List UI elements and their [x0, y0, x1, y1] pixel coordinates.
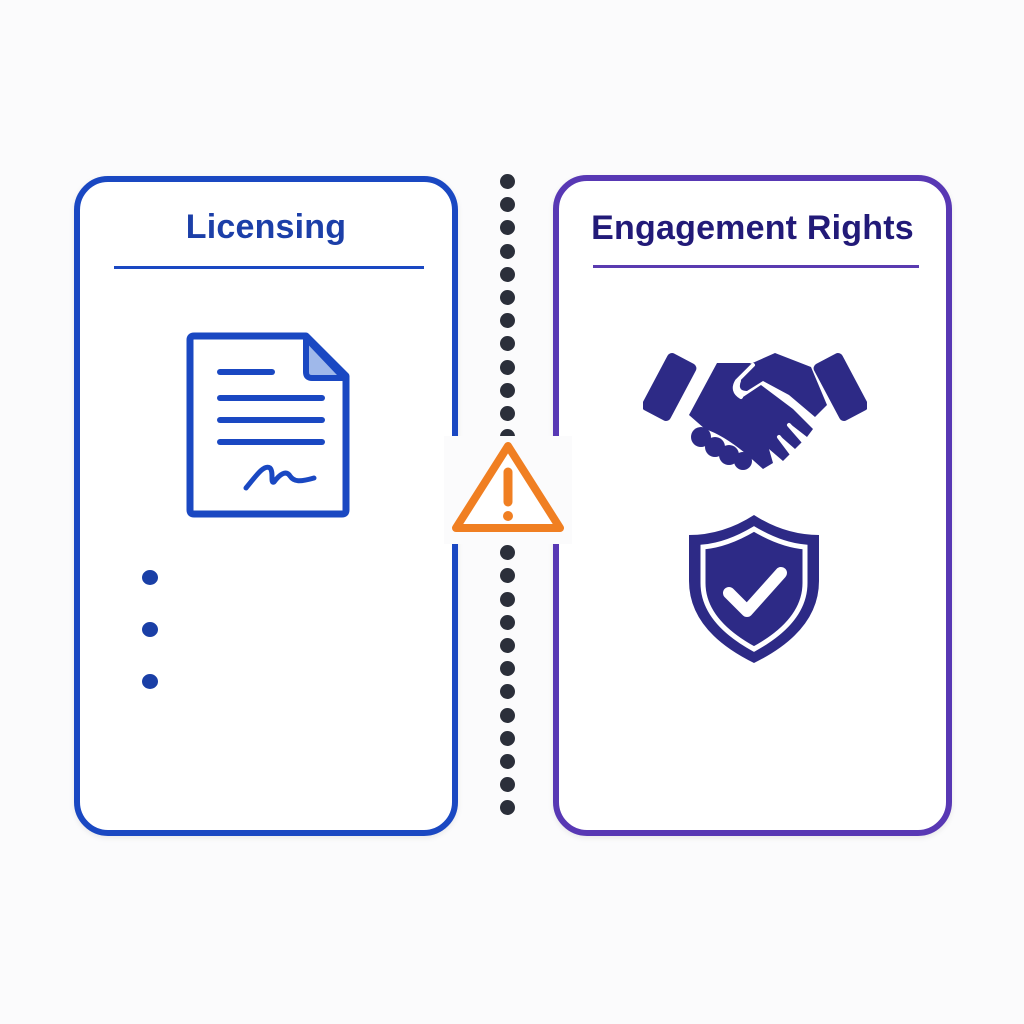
divider-dot	[500, 243, 515, 259]
warning-triangle-icon	[452, 442, 564, 532]
divider-dot	[500, 382, 515, 398]
divider-dot	[500, 336, 515, 352]
divider-dot	[500, 614, 515, 630]
divider-dot	[500, 220, 515, 236]
divider-dot	[500, 800, 515, 816]
divider-dot	[500, 754, 515, 769]
handshake-icon	[643, 352, 867, 470]
licensing-panel: Licensing	[74, 176, 458, 836]
divider-dot	[500, 359, 515, 375]
licensing-title-underline	[114, 266, 424, 269]
divider-dot	[500, 777, 515, 793]
divider-dot	[500, 707, 515, 723]
divider-dot	[500, 638, 515, 653]
divider-dot	[500, 730, 515, 746]
divider-dot	[500, 290, 515, 305]
engagement-rights-panel: Engagement Rights	[553, 175, 952, 836]
divider-dot	[500, 545, 515, 561]
bullet-point	[142, 622, 158, 637]
shield-check-icon	[689, 515, 819, 663]
divider-dot	[500, 684, 515, 700]
engagement-rights-title-underline	[593, 265, 919, 268]
divider-dot	[500, 661, 515, 677]
divider-dot	[500, 313, 515, 329]
bullet-point	[142, 570, 158, 585]
divider-dot	[500, 266, 515, 282]
engagement-rights-title: Engagement Rights	[591, 209, 914, 247]
bullet-point	[142, 674, 158, 689]
signed-document-icon	[186, 332, 350, 518]
licensing-title: Licensing	[185, 208, 347, 246]
divider-dot	[500, 406, 515, 421]
divider-dot	[500, 174, 515, 189]
divider-dot	[500, 591, 515, 607]
divider-dot	[500, 197, 515, 213]
divider-dot	[500, 568, 515, 584]
